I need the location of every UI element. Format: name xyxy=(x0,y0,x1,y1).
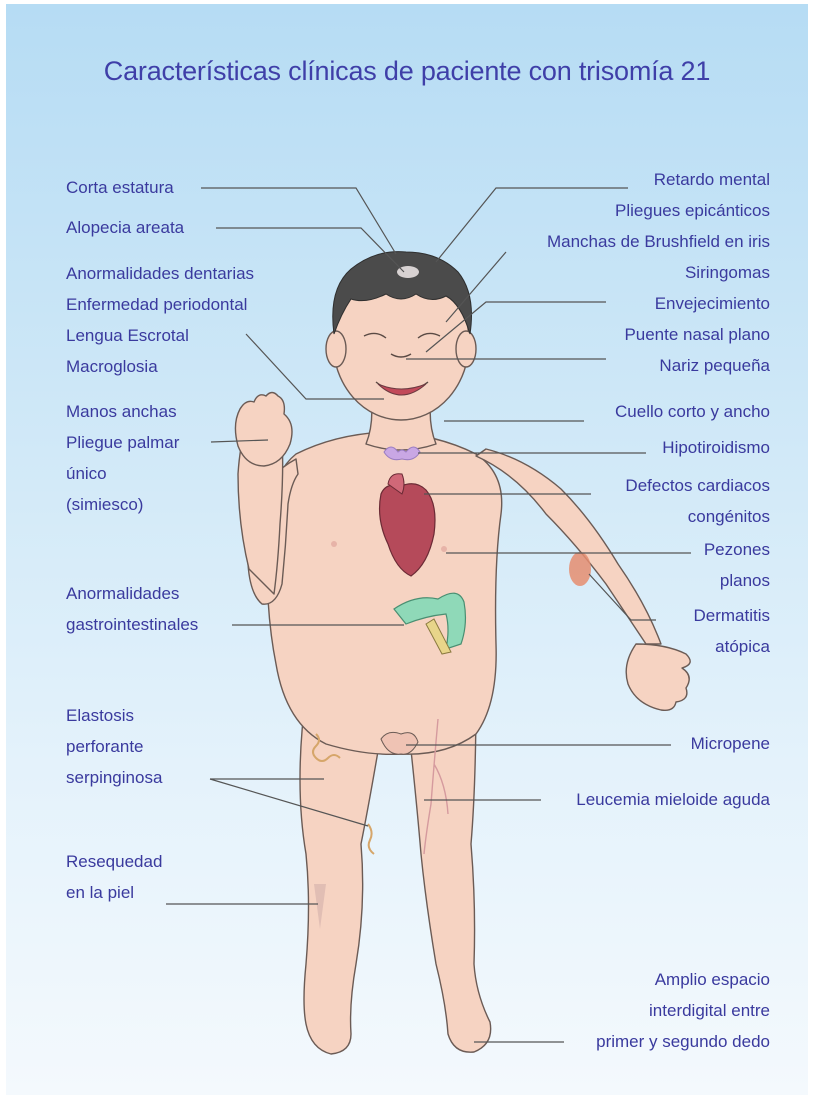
label-manos-group: Manos anchas Pliegue palmar único (simie… xyxy=(66,396,179,520)
label-cuello: Cuello corto y ancho xyxy=(615,396,770,427)
label-text: interdigital entre xyxy=(596,995,770,1026)
label-text: Lengua Escrotal xyxy=(66,320,254,351)
label-text: Pliegue palmar xyxy=(66,427,179,458)
label-text: Resequedad xyxy=(66,846,162,877)
label-text: Siringomas xyxy=(547,257,770,288)
label-defectos: Defectos cardiacos congénitos xyxy=(625,470,770,532)
label-text: primer y segundo dedo xyxy=(596,1026,770,1057)
label-text: Amplio espacio xyxy=(596,964,770,995)
label-text: Micropene xyxy=(691,728,770,759)
label-text: Defectos cardiacos xyxy=(625,470,770,501)
torso xyxy=(267,432,502,754)
label-text: Enfermedad periodontal xyxy=(66,289,254,320)
label-pezones: Pezones planos xyxy=(704,534,770,596)
label-text: Hipotiroidismo xyxy=(662,432,770,463)
label-gastrointestinales: Anormalidades gastrointestinales xyxy=(66,578,198,640)
label-elastosis: Elastosis perforante serpinginosa xyxy=(66,700,162,793)
line-corta-estatura xyxy=(201,188,396,254)
label-text: Anormalidades dentarias xyxy=(66,258,254,289)
label-text: Puente nasal plano xyxy=(547,319,770,350)
label-alopecia: Alopecia areata xyxy=(66,212,184,243)
left-nipple xyxy=(331,541,337,547)
label-text: Cuello corto y ancho xyxy=(615,396,770,427)
label-micropene: Micropene xyxy=(691,728,770,759)
label-text: Pliegues epicánticos xyxy=(547,195,770,226)
label-text: Manos anchas xyxy=(66,396,179,427)
label-text: Corta estatura xyxy=(66,172,174,203)
diagram-canvas: Características clínicas de paciente con… xyxy=(6,4,808,1095)
right-nipple xyxy=(441,546,447,552)
label-text: Macroglosia xyxy=(66,351,254,382)
label-text: Retardo mental xyxy=(547,164,770,195)
label-text: gastrointestinales xyxy=(66,609,198,640)
label-resequedad: Resequedad en la piel xyxy=(66,846,162,908)
dermatitis-patch xyxy=(569,552,591,586)
label-text: Elastosis xyxy=(66,700,162,731)
label-corta-estatura: Corta estatura xyxy=(66,172,174,203)
label-text: Leucemia mieloide aguda xyxy=(576,784,770,815)
label-text: único xyxy=(66,458,179,489)
label-leucemia: Leucemia mieloide aguda xyxy=(576,784,770,815)
label-text: (simiesco) xyxy=(66,489,179,520)
label-text: Nariz pequeña xyxy=(547,350,770,381)
body-silhouette xyxy=(235,264,690,1054)
label-text: perforante xyxy=(66,731,162,762)
label-text: serpinginosa xyxy=(66,762,162,793)
label-text: congénitos xyxy=(625,501,770,532)
label-text: planos xyxy=(704,565,770,596)
label-text: Envejecimiento xyxy=(547,288,770,319)
label-text: atópica xyxy=(693,631,770,662)
label-amplio-espacio: Amplio espacio interdigital entre primer… xyxy=(596,964,770,1057)
label-text: en la piel xyxy=(66,877,162,908)
left-ear xyxy=(326,331,346,367)
lowered-hand xyxy=(626,644,690,710)
label-text: Manchas de Brushfield en iris xyxy=(547,226,770,257)
raised-hand xyxy=(235,393,292,467)
label-text: Pezones xyxy=(704,534,770,565)
label-text: Alopecia areata xyxy=(66,212,184,243)
label-text: Dermatitis xyxy=(693,600,770,631)
right-ear xyxy=(456,331,476,367)
label-dental-group: Anormalidades dentarias Enfermedad perio… xyxy=(66,258,254,382)
label-dermatitis: Dermatitis atópica xyxy=(693,600,770,662)
label-face-group: Retardo mental Pliegues epicánticos Manc… xyxy=(547,164,770,381)
label-hipotiroidismo: Hipotiroidismo xyxy=(662,432,770,463)
label-text: Anormalidades xyxy=(66,578,198,609)
